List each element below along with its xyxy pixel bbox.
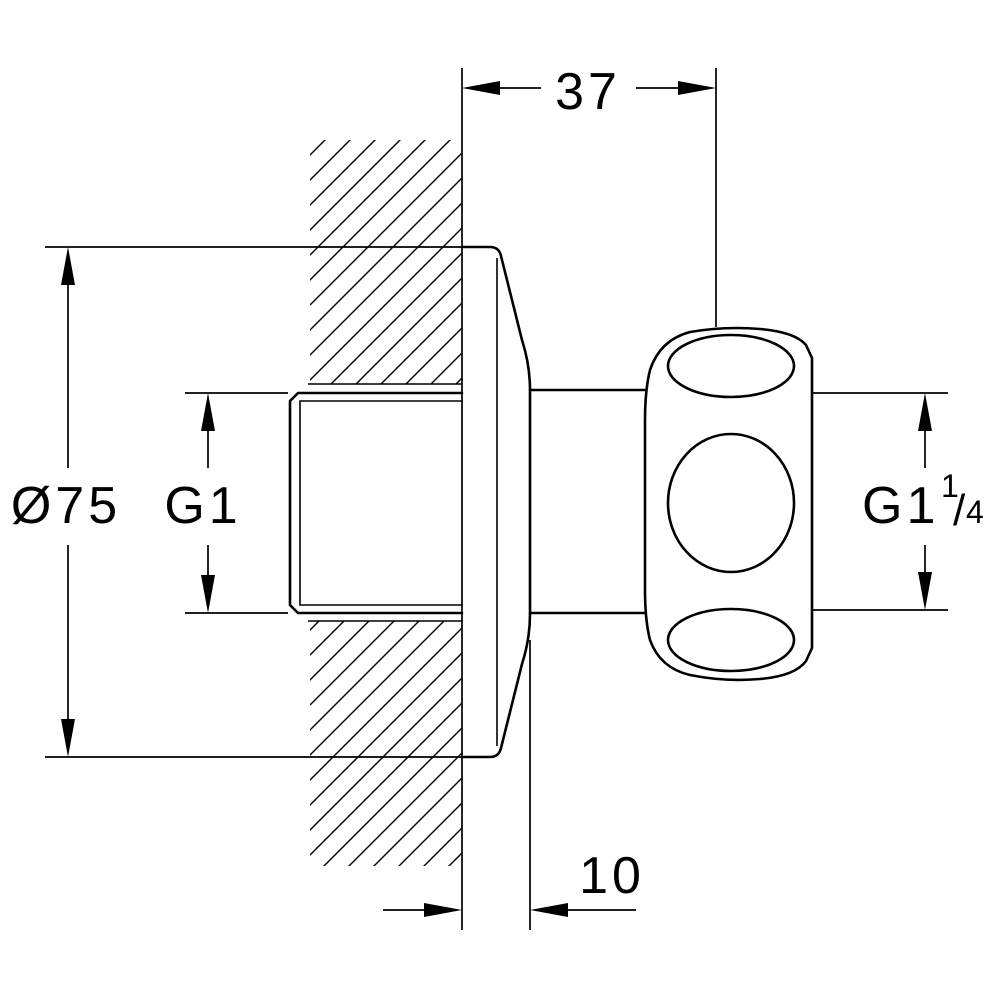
outlet-thread-numerator: 1 — [941, 468, 959, 504]
rosette-diameter-label: Ø75 — [11, 477, 121, 535]
hatch-line — [310, 140, 462, 866]
hatch-line — [310, 140, 462, 866]
arrowhead-bottom — [61, 719, 75, 757]
overall-length-label: 37 — [555, 63, 621, 121]
arrowhead-right — [530, 903, 568, 917]
rosette-offset-label: 10 — [579, 847, 645, 905]
outlet-thread-denominator: 4 — [966, 494, 984, 530]
nut-middle-recess — [666, 432, 796, 574]
inlet-thread-label: G1 — [164, 477, 241, 535]
dimension-rosette-offset: 10 — [383, 847, 645, 917]
nut-top-recess — [666, 333, 796, 399]
arrowhead-bottom — [918, 572, 932, 610]
hatch-line — [310, 140, 462, 866]
hatch-line — [310, 140, 462, 866]
hatch-line — [310, 140, 462, 866]
inlet-pipe-outline — [288, 391, 464, 615]
arrowhead-right — [678, 81, 716, 95]
hatch-line — [310, 140, 462, 866]
hatch-line — [310, 140, 462, 866]
hatch-line — [310, 140, 462, 866]
dimension-rosette-diameter: Ø75 — [11, 247, 121, 757]
hatch-line — [310, 140, 462, 866]
hatch-line — [310, 140, 462, 866]
union-nut-outline — [643, 326, 814, 682]
hatch-line — [310, 140, 462, 866]
rosette-outline — [460, 245, 532, 759]
hatch-line — [310, 140, 462, 866]
arrowhead-bottom — [201, 575, 215, 613]
hatch-line — [310, 140, 462, 866]
outlet-thread-slash: / — [953, 486, 966, 535]
dimension-overall-length: 37 — [462, 63, 716, 121]
arrowhead-left — [424, 903, 462, 917]
dimension-outlet-thread: G1 1 / 4 — [862, 393, 984, 610]
hatch-line — [310, 140, 462, 866]
arrowhead-left — [462, 81, 500, 95]
arrowhead-top — [61, 247, 75, 285]
hatch-line — [310, 140, 462, 866]
hatch-line — [310, 140, 462, 866]
hatch-line — [310, 140, 462, 866]
outlet-thread-base-label: G1 — [862, 477, 939, 535]
inlet-thread-root-line — [299, 400, 462, 606]
arrowhead-top — [918, 393, 932, 431]
hatch-line — [310, 140, 462, 866]
hatch-line — [310, 140, 462, 866]
dimension-inlet-thread: G1 — [164, 393, 241, 613]
arrowhead-top — [201, 393, 215, 431]
hatch-line — [310, 140, 462, 866]
nut-bottom-recess — [666, 607, 796, 673]
